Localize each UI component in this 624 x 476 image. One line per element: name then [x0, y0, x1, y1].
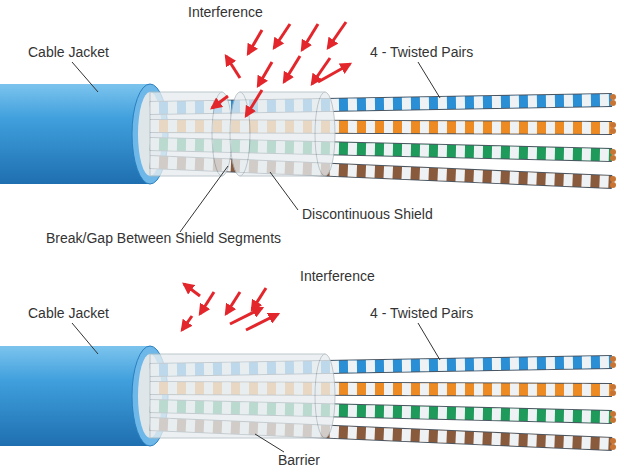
part-label: Cable Jacket	[26, 305, 111, 321]
part-label: 4 - Twisted Pairs	[368, 305, 475, 321]
part-label: Discontinuous Shield	[300, 206, 435, 222]
part-label: Cable Jacket	[26, 44, 111, 60]
barrier-cable	[0, 346, 616, 450]
interference-arrows	[182, 284, 278, 330]
leader-lines	[72, 62, 440, 452]
interference-label: Interference	[298, 268, 377, 284]
interference-label: Interference	[186, 4, 265, 20]
shielded-cable	[0, 84, 616, 188]
part-label: Barrier	[276, 452, 322, 468]
interference-arrows	[212, 22, 350, 116]
part-label: 4 - Twisted Pairs	[368, 44, 475, 60]
part-label: Break/Gap Between Shield Segments	[44, 230, 283, 246]
